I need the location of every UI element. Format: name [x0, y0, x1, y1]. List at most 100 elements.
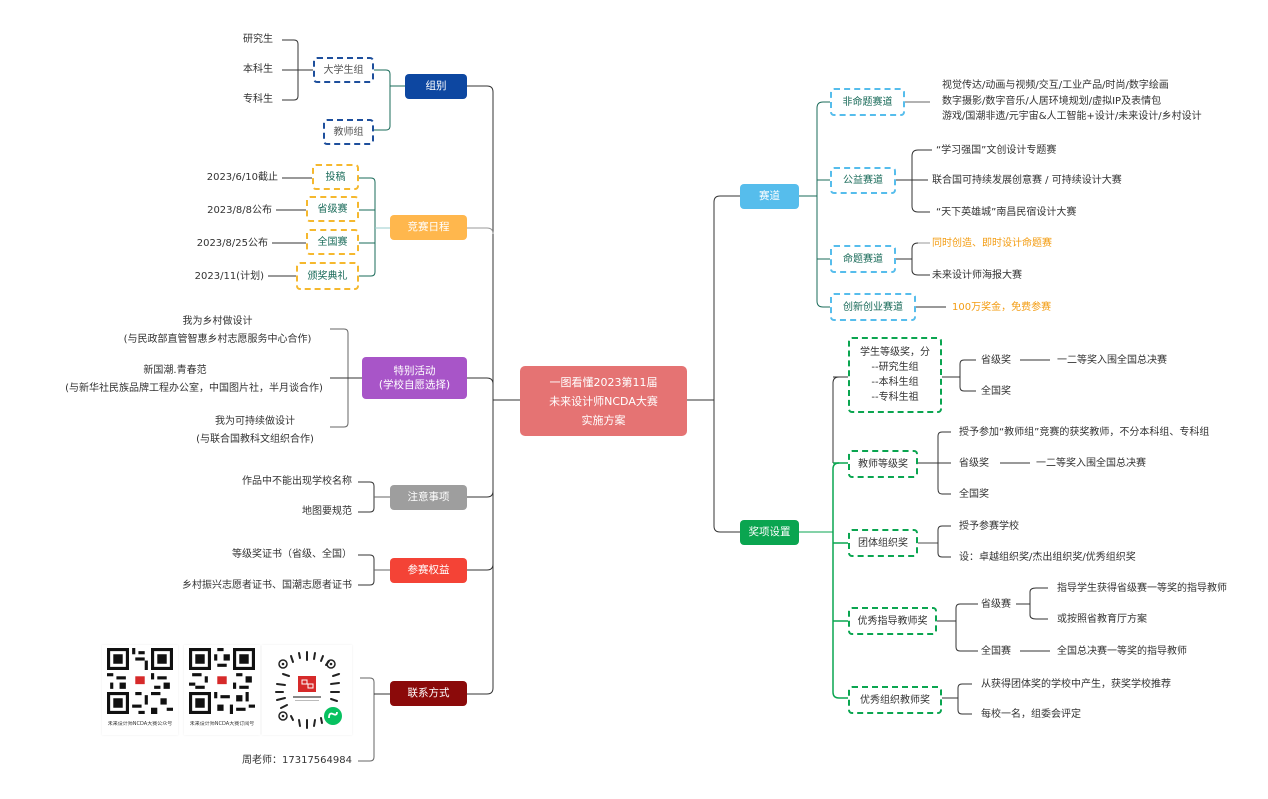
- activity-note: (与联合国教科文组织合作): [196, 434, 314, 445]
- root-title-line2: 未来设计师NCDA大赛: [549, 394, 658, 408]
- qr-subscription-account[interactable]: 未来设计师NCDA大赛订阅号: [184, 645, 260, 735]
- date-national[interactable]: 2023/8/25公布: [196, 238, 268, 249]
- connector-trunk-left: [486, 85, 494, 695]
- subtopic-proposition-track-label: 命题赛道: [843, 253, 883, 265]
- topic-tracks[interactable]: 赛道: [740, 184, 799, 209]
- topic-special-sublabel: (学校自愿选择): [378, 379, 451, 391]
- qr-official-account[interactable]: 未来设计师NCDA大赛公众号: [102, 645, 178, 735]
- subtopic-award-ceremony[interactable]: 颁奖典礼: [296, 262, 359, 290]
- mentor-provincial-first[interactable]: 指导学生获得省级赛一等奖的指导教师: [1057, 583, 1227, 594]
- subtopic-open-track-label: 非命题赛道: [842, 96, 893, 108]
- subtopic-organizer-award[interactable]: 优秀组织教师奖: [848, 686, 942, 714]
- rights-volunteer-certificate[interactable]: 乡村振兴志愿者证书、国潮志愿者证书: [182, 580, 352, 591]
- topic-notice-label: 注意事项: [407, 491, 450, 503]
- subtopic-teacher-award-label: 教师等级奖: [858, 458, 908, 470]
- subtopic-team-award[interactable]: 团体组织奖: [848, 529, 918, 557]
- subtopic-proposition-track[interactable]: 命题赛道: [830, 245, 896, 273]
- mentor-provincial-alt[interactable]: 或按照省教育厅方案: [1057, 614, 1147, 625]
- activity-guochao[interactable]: 新国潮.青春范 (与新华社民族品牌工程办公室，中国图片社，半月谈合作): [0, 362, 330, 398]
- activity-title: 我为乡村做设计: [182, 316, 253, 327]
- topic-contact-label: 联系方式: [407, 687, 450, 699]
- topic-special-label: 特别活动: [393, 365, 436, 377]
- topic-contact[interactable]: 联系方式: [390, 681, 467, 706]
- subtopic-student-award[interactable]: 学生等级奖，分 --研究生组 --本科生组 --专科生祖: [848, 337, 942, 413]
- qr-caption: 未来设计师NCDA大赛公众号: [107, 721, 173, 727]
- subtopic-innovation-track-label: 创新创业赛道: [843, 301, 903, 313]
- topic-group-label: 组别: [425, 80, 447, 92]
- proposition-poster[interactable]: 未来设计师海报大赛: [932, 270, 1022, 281]
- mentor-national-note[interactable]: 全国总决赛一等奖的指导教师: [1057, 646, 1187, 657]
- mentor-national[interactable]: 全国赛: [981, 646, 1011, 657]
- leaf-graduate[interactable]: 研究生: [243, 34, 273, 45]
- subtopic-national-label: 全国赛: [317, 236, 348, 248]
- topic-rights[interactable]: 参赛权益: [390, 558, 467, 583]
- welfare-nanchang[interactable]: “天下英雄城”南昌民宿设计大赛: [936, 207, 1077, 218]
- subtopic-provincial[interactable]: 省级赛: [306, 196, 359, 222]
- topic-schedule[interactable]: 竞赛日程: [390, 215, 467, 240]
- topic-notice[interactable]: 注意事项: [390, 485, 467, 510]
- subtopic-open-track[interactable]: 非命题赛道: [830, 88, 905, 116]
- open-track-categories[interactable]: 视觉传达/动画与视频/交互/工业产品/时尚/数字绘画 数字摄影/数字音乐/人居环…: [942, 78, 1202, 125]
- rights-certificate[interactable]: 等级奖证书（省级、全国）: [232, 549, 352, 560]
- teacher-national-award[interactable]: 全国奖: [959, 489, 989, 500]
- notice-no-school-name[interactable]: 作品中不能出现学校名称: [242, 476, 352, 487]
- team-award-target[interactable]: 授予参赛学校: [959, 521, 1019, 532]
- mini-program-code[interactable]: [262, 645, 352, 735]
- root-title-line3: 实施方案: [581, 413, 626, 427]
- subtopic-innovation-track[interactable]: 创新创业赛道: [830, 293, 916, 321]
- subtopic-teacher-award[interactable]: 教师等级奖: [848, 450, 918, 478]
- date-submission[interactable]: 2023/6/10截止: [206, 172, 278, 183]
- subtopic-teacher-group-label: 教师组: [333, 126, 364, 138]
- welfare-un-sustainable[interactable]: 联合国可持续发展创意赛 / 可持续设计大赛: [932, 175, 1122, 186]
- contact-phone[interactable]: 周老师：17317564984: [242, 755, 352, 766]
- topic-schedule-label: 竞赛日程: [407, 221, 450, 233]
- innovation-prize[interactable]: 100万奖金，免费参赛: [952, 302, 1052, 313]
- subtopic-mentor-award[interactable]: 优秀指导教师奖: [848, 607, 937, 635]
- date-ceremony[interactable]: 2023/11(计划): [194, 271, 264, 282]
- topic-special-activities[interactable]: 特别活动 (学校自愿选择): [362, 357, 467, 399]
- activity-sustainable-design[interactable]: 我为可持续做设计 (与联合国教科文组织合作): [180, 413, 330, 449]
- organizer-quota[interactable]: 每校一名，组委会评定: [981, 709, 1081, 720]
- notice-map-standard[interactable]: 地图要规范: [302, 506, 352, 517]
- proposition-jishi[interactable]: 同时创造、即时设计命题赛: [932, 238, 1052, 249]
- student-national-award[interactable]: 全国奖: [981, 386, 1011, 397]
- root-topic[interactable]: 一图看懂2023第11届 未来设计师NCDA大赛 实施方案: [520, 366, 687, 436]
- welfare-xuexi[interactable]: “学习强国”文创设计专题赛: [936, 145, 1057, 156]
- topic-group[interactable]: 组别: [405, 74, 467, 99]
- activity-note: (与新华社民族品牌工程办公室，中国图片社，半月谈合作): [65, 383, 323, 394]
- qr-code-icon: [107, 648, 173, 714]
- organizer-source[interactable]: 从获得团体奖的学校中产生，获奖学校推荐: [981, 679, 1171, 690]
- teacher-award-desc[interactable]: 授予参加“教师组”竞赛的获奖教师，不分本科组、专科组: [959, 427, 1210, 438]
- subtopic-submission-label: 投稿: [325, 171, 346, 183]
- leaf-junior-college[interactable]: 专科生: [243, 94, 273, 105]
- activity-title: 新国潮.青春范: [143, 365, 207, 376]
- teacher-provincial-note[interactable]: 一二等奖入围全国总决赛: [1036, 458, 1146, 469]
- qr-caption: 未来设计师NCDA大赛订阅号: [189, 721, 255, 727]
- subtopic-undergrad-group[interactable]: 大学生组: [313, 57, 374, 83]
- connector-trunk-right: [713, 195, 721, 533]
- teacher-provincial-award[interactable]: 省级奖: [959, 458, 989, 469]
- mini-program-code-icon: [275, 651, 342, 729]
- date-provincial[interactable]: 2023/8/8公布: [207, 205, 272, 216]
- activity-title: 我为可持续做设计: [215, 416, 295, 427]
- category-line: 视觉传达/动画与视频/交互/工业产品/时尚/数字绘画: [942, 80, 1169, 91]
- subtopic-submission[interactable]: 投稿: [312, 164, 359, 190]
- student-award-title: 学生等级奖，分: [860, 347, 930, 358]
- category-line: 数字摄影/数字音乐/人居环境规划/虚拟IP及表情包: [942, 95, 1162, 107]
- leaf-undergraduate[interactable]: 本科生: [243, 64, 273, 75]
- subtopic-teacher-group[interactable]: 教师组: [323, 119, 374, 145]
- student-award-group: --研究生组: [871, 362, 919, 373]
- student-provincial-note[interactable]: 一二等奖入围全国总决赛: [1057, 355, 1167, 366]
- subtopic-national[interactable]: 全国赛: [306, 229, 359, 255]
- mentor-provincial[interactable]: 省级赛: [981, 599, 1011, 610]
- subtopic-public-welfare-track-label: 公益赛道: [843, 175, 883, 186]
- subtopic-public-welfare-track[interactable]: 公益赛道: [830, 167, 896, 194]
- activity-note: (与民政部直管智惠乡村志愿服务中心合作): [123, 334, 312, 345]
- student-provincial-award[interactable]: 省级奖: [981, 355, 1011, 366]
- category-line: 游戏/国潮非遗/元宇宙&人工智能+设计/未来设计/乡村设计: [942, 111, 1202, 122]
- activity-rural-design[interactable]: 我为乡村做设计 (与民政部直管智惠乡村志愿服务中心合作): [105, 313, 330, 349]
- subtopic-award-ceremony-label: 颁奖典礼: [307, 270, 348, 282]
- topic-awards[interactable]: 奖项设置: [740, 520, 799, 545]
- subtopic-provincial-label: 省级赛: [317, 203, 348, 215]
- team-award-levels[interactable]: 设：卓越组织奖/杰出组织奖/优秀组织奖: [959, 552, 1136, 563]
